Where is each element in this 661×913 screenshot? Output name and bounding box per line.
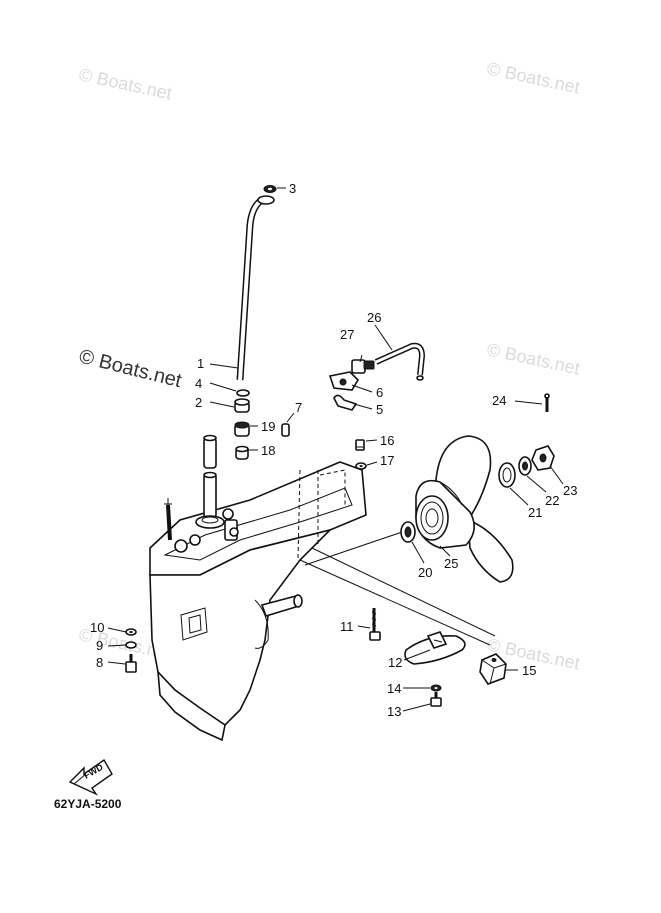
propeller-25 <box>415 435 514 583</box>
clip-5 <box>333 394 358 411</box>
hidden-line <box>299 559 491 646</box>
callout-12: 12 <box>388 655 402 670</box>
callout-10: 10 <box>90 620 104 635</box>
trim-tab-12 <box>404 631 466 665</box>
washer-17 <box>355 462 367 470</box>
anode-15 <box>479 653 507 685</box>
callout-2: 2 <box>195 395 202 410</box>
callout-5: 5 <box>376 402 383 417</box>
grommet-19 <box>234 421 250 437</box>
bolt-13 <box>430 692 442 707</box>
hidden-line <box>304 529 409 566</box>
bolt-11 <box>369 608 381 641</box>
thrust-washer-20 <box>400 521 416 543</box>
grommet-3 <box>263 185 277 193</box>
bolt-8 <box>125 654 137 673</box>
callout-24: 24 <box>492 393 506 408</box>
fwd-arrow-icon: FWD <box>68 758 113 796</box>
callout-8: 8 <box>96 655 103 670</box>
washer-14 <box>430 684 442 692</box>
callout-16: 16 <box>380 433 394 448</box>
seal-4 <box>236 389 250 397</box>
watermark: © Boats.net <box>485 339 581 378</box>
joint-27 <box>351 359 375 374</box>
seal-2 <box>234 398 250 413</box>
callout-13: 13 <box>387 704 401 719</box>
callout-14: 14 <box>387 681 401 696</box>
callout-26: 26 <box>367 310 381 325</box>
washer-10 <box>125 628 137 636</box>
water-tube <box>236 195 275 381</box>
watermark: © Boats.net <box>485 58 581 97</box>
bolt-16 <box>355 439 365 451</box>
callout-4: 4 <box>195 376 202 391</box>
callout-23: 23 <box>563 483 577 498</box>
callout-11: 11 <box>340 619 354 634</box>
callout-3: 3 <box>289 181 296 196</box>
callout-15: 15 <box>522 663 536 678</box>
diagram-code: 62YJA-5200 <box>54 797 122 811</box>
callout-6: 6 <box>376 385 383 400</box>
hose-26 <box>374 342 426 381</box>
grommet-18 <box>235 445 249 460</box>
callout-27: 27 <box>340 327 354 342</box>
hidden-line <box>311 547 496 637</box>
callout-17: 17 <box>380 453 394 468</box>
nut-23 <box>531 445 555 471</box>
fitting-6 <box>328 371 360 391</box>
callout-18: 18 <box>261 443 275 458</box>
callout-20: 20 <box>418 565 432 580</box>
spacer-21 <box>498 462 516 488</box>
washer-22 <box>518 456 532 476</box>
shift-rod <box>164 498 239 553</box>
callout-25: 25 <box>444 556 458 571</box>
callout-7: 7 <box>295 400 302 415</box>
dowel-pin-7 <box>281 423 290 437</box>
watermark: © Boats.net <box>77 64 173 103</box>
callout-21: 21 <box>528 505 542 520</box>
callout-22: 22 <box>545 493 559 508</box>
drive-shaft <box>195 434 225 529</box>
cotter-pin-24 <box>544 393 550 412</box>
callout-1: 1 <box>197 356 204 371</box>
watermark: © Boats.net <box>77 346 184 393</box>
gasket-9 <box>125 641 137 649</box>
callout-9: 9 <box>96 638 103 653</box>
lower-case-housing <box>149 461 367 742</box>
leader-lines <box>107 187 564 712</box>
callout-19: 19 <box>261 419 275 434</box>
